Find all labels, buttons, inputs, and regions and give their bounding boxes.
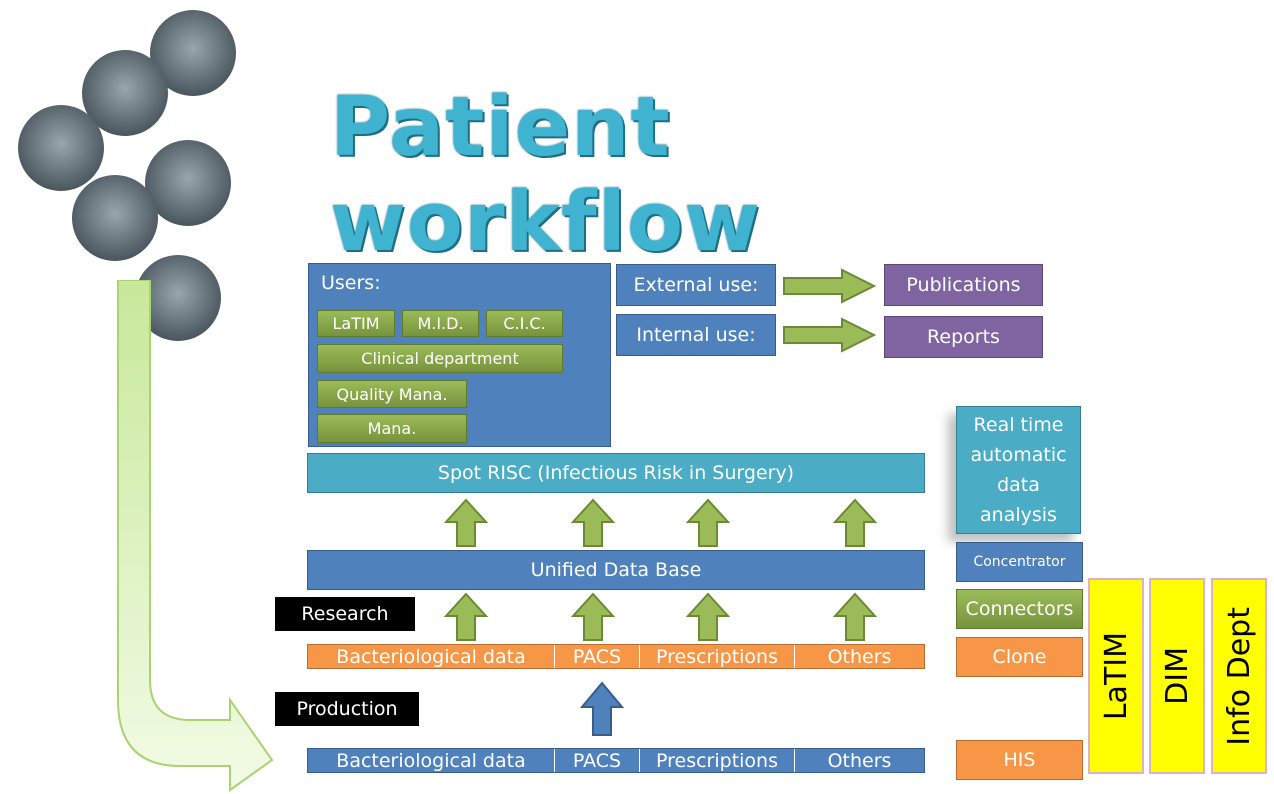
unified-db-bar: Unified Data Base xyxy=(307,550,925,590)
up-arrow-db-3 xyxy=(686,498,730,547)
research-pacs: PACS xyxy=(555,645,640,668)
production-data-row: Bacteriological data PACS Prescriptions … xyxy=(307,748,925,773)
reports-box: Reports xyxy=(884,316,1043,358)
up-arrow-production xyxy=(579,681,625,736)
legend-clone: Clone xyxy=(956,637,1083,677)
research-others: Others xyxy=(827,645,892,668)
team-latim: LaTIM xyxy=(1088,578,1144,774)
spot-risc-bar: Spot RISC (Infectious Risk in Surgery) xyxy=(307,453,925,493)
up-arrow-research-2 xyxy=(571,592,615,641)
team-dim: DIM xyxy=(1149,578,1205,774)
up-arrow-research-1 xyxy=(444,592,488,641)
production-bacteriological: Bacteriological data xyxy=(308,749,555,772)
up-arrow-research-4 xyxy=(833,592,877,641)
user-group-quality: Quality Mana. xyxy=(317,380,467,408)
publications-box: Publications xyxy=(884,264,1043,306)
patients-image xyxy=(10,10,250,370)
production-pacs: PACS xyxy=(555,749,640,772)
realtime-analysis-box: Real time automatic data analysis xyxy=(956,406,1081,534)
research-data-row: Bacteriological data PACS Prescriptions … xyxy=(307,644,925,669)
production-prescriptions: Prescriptions xyxy=(640,749,795,772)
legend-concentrator: Concentrator xyxy=(956,542,1083,582)
patient-flow-arrow xyxy=(117,280,274,792)
user-group-mid: M.I.D. xyxy=(402,310,479,337)
production-others: Others xyxy=(827,749,892,772)
up-arrow-research-3 xyxy=(686,592,730,641)
internal-use-box: Internal use: xyxy=(616,314,776,356)
research-prescriptions: Prescriptions xyxy=(640,645,795,668)
external-use-box: External use: xyxy=(616,264,776,306)
legend-connectors: Connectors xyxy=(956,589,1083,629)
page-title: Patient workflow xyxy=(330,80,761,270)
up-arrow-db-4 xyxy=(833,498,877,547)
up-arrow-db-2 xyxy=(571,498,615,547)
team-info-dept: Info Dept xyxy=(1211,578,1267,774)
user-group-clinical: Clinical department xyxy=(317,344,563,373)
research-bacteriological: Bacteriological data xyxy=(308,645,555,668)
team-info-dept-label: Info Dept xyxy=(1221,606,1257,746)
team-latim-label: LaTIM xyxy=(1098,631,1134,721)
users-label: Users: xyxy=(321,272,381,294)
legend-his: HIS xyxy=(956,740,1083,780)
up-arrow-db-1 xyxy=(444,498,488,547)
user-group-latim: LaTIM xyxy=(317,310,395,337)
internal-arrow xyxy=(783,317,877,353)
production-label: Production xyxy=(275,692,419,726)
research-label: Research xyxy=(275,597,415,631)
user-group-cic: C.I.C. xyxy=(486,310,563,337)
user-group-mana: Mana. xyxy=(317,414,467,443)
external-arrow xyxy=(783,268,877,304)
team-dim-label: DIM xyxy=(1159,647,1195,705)
